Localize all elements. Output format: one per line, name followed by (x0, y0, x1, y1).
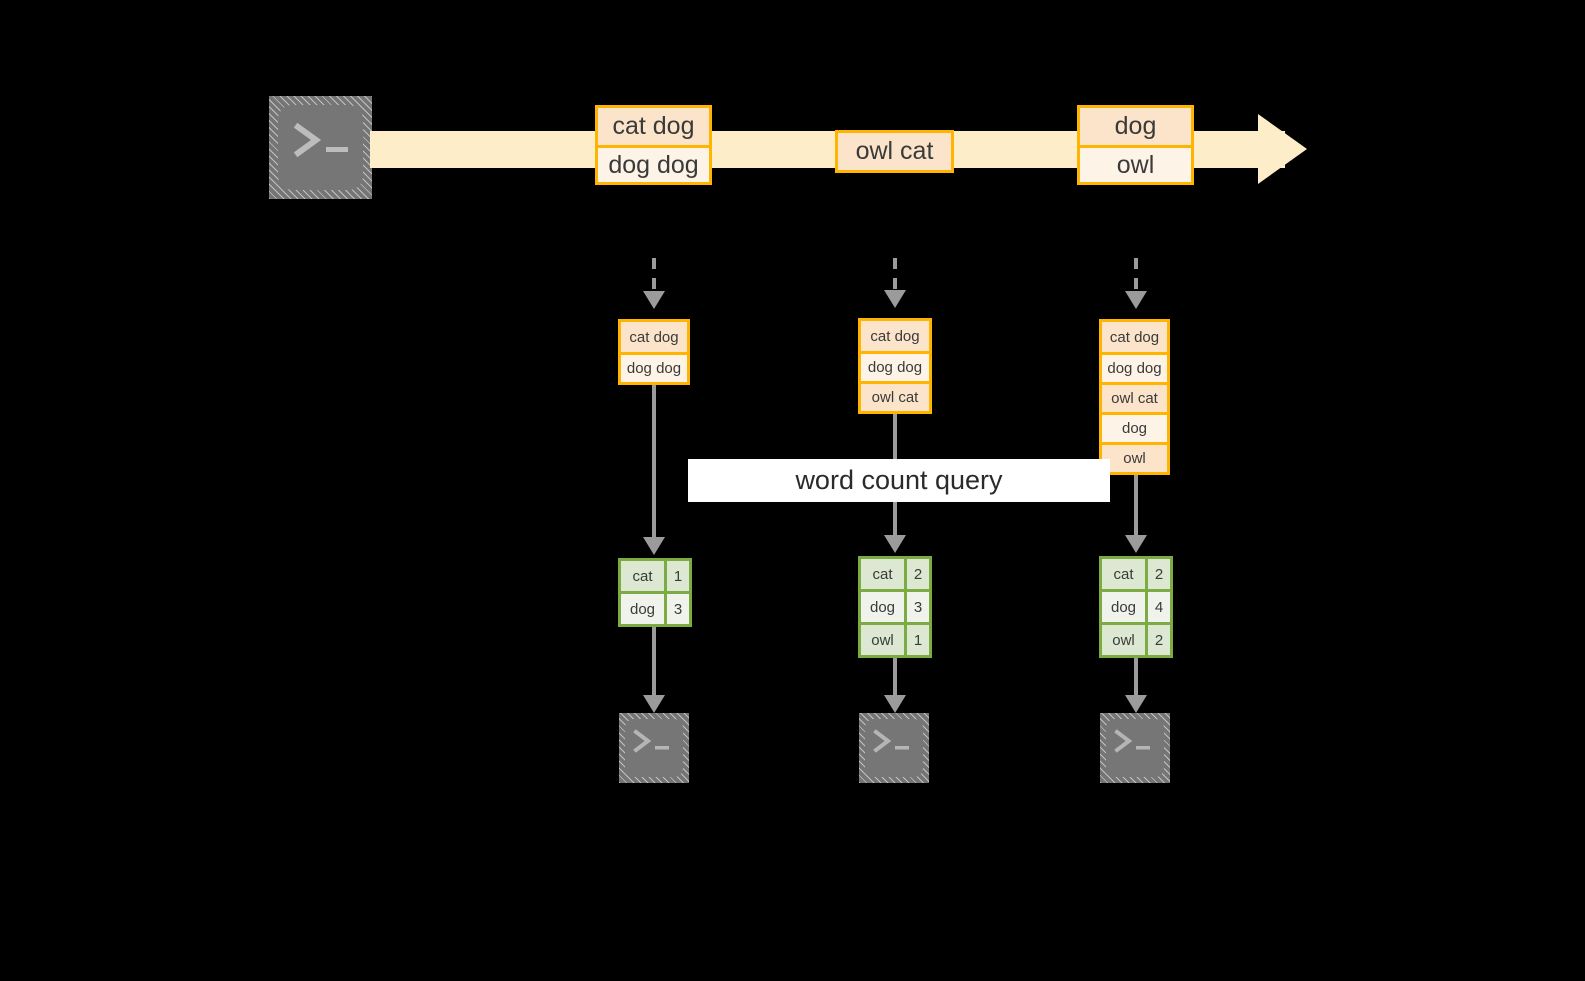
sink-connector-arrowhead (884, 695, 906, 713)
snapshot-connector-dashed (1134, 258, 1138, 291)
stream-record-3: dog owl (1077, 105, 1194, 185)
sink-terminal-icon-column-3 (1100, 713, 1170, 783)
table-row: owl 2 (1102, 622, 1170, 655)
snapshot-line: dog dog (621, 352, 687, 382)
snapshot-box-column-1: cat dog dog dog (618, 319, 690, 385)
stream-arrow-icon (1258, 114, 1307, 184)
result-count: 4 (1145, 592, 1170, 622)
table-row: cat 2 (1102, 559, 1170, 589)
result-count: 2 (904, 559, 929, 589)
result-word: cat (861, 559, 905, 589)
snapshot-line: owl cat (861, 381, 929, 411)
query-connector-arrowhead (1125, 535, 1147, 553)
result-count: 1 (904, 625, 929, 655)
snapshot-box-column-2: cat dog dog dog owl cat (858, 318, 932, 414)
result-word: dog (621, 594, 665, 624)
sink-connector-line (652, 618, 656, 695)
prompt-glyph-icon (633, 729, 669, 753)
sink-connector-arrowhead (643, 695, 665, 713)
result-word: owl (861, 625, 905, 655)
source-terminal-icon (269, 96, 372, 199)
table-row: cat 1 (621, 561, 689, 591)
table-row: dog 3 (621, 591, 689, 624)
snapshot-connector-dashed (893, 258, 897, 290)
snapshot-line: owl (1102, 442, 1167, 472)
prompt-glyph-icon (873, 729, 909, 753)
snapshot-connector-arrowhead (884, 290, 906, 308)
snapshot-connector-dashed (652, 258, 656, 291)
sink-connector-line (1134, 648, 1138, 695)
record-line: cat dog (598, 108, 709, 145)
record-line: dog (1080, 108, 1191, 145)
query-connector-arrowhead (643, 537, 665, 555)
query-connector-line (652, 379, 656, 537)
result-table-column-3: cat 2 dog 4 owl 2 (1099, 556, 1173, 658)
snapshot-line: owl cat (1102, 382, 1167, 412)
result-table-column-1: cat 1 dog 3 (618, 558, 692, 627)
snapshot-line: cat dog (621, 322, 687, 352)
result-count: 3 (904, 592, 929, 622)
snapshot-connector-arrowhead (1125, 291, 1147, 309)
table-row: owl 1 (861, 622, 929, 655)
result-table-column-2: cat 2 dog 3 owl 1 (858, 556, 932, 658)
terminal-screen (1106, 719, 1164, 777)
record-line: dog dog (598, 145, 709, 182)
sink-terminal-icon-column-1 (619, 713, 689, 783)
sink-terminal-icon-column-2 (859, 713, 929, 783)
result-word: owl (1102, 625, 1146, 655)
result-count: 2 (1145, 559, 1170, 589)
result-count: 2 (1145, 625, 1170, 655)
snapshot-box-column-3: cat dog dog dog owl cat dog owl (1099, 319, 1170, 475)
snapshot-line: dog dog (1102, 352, 1167, 382)
prompt-glyph-icon (293, 122, 348, 158)
snapshot-line: dog (1102, 412, 1167, 442)
stream-record-2: owl cat (835, 130, 954, 173)
query-banner: word count query (688, 459, 1110, 502)
table-row: dog 3 (861, 589, 929, 622)
record-line: owl cat (838, 133, 951, 170)
result-word: cat (1102, 559, 1146, 589)
terminal-screen (865, 719, 923, 777)
record-line: owl (1080, 145, 1191, 182)
result-word: dog (861, 592, 905, 622)
query-connector-arrowhead (884, 535, 906, 553)
terminal-screen (278, 105, 363, 190)
result-count: 1 (664, 561, 689, 591)
sink-connector-line (893, 648, 897, 695)
stream-record-1: cat dog dog dog (595, 105, 712, 185)
table-row: cat 2 (861, 559, 929, 589)
sink-connector-arrowhead (1125, 695, 1147, 713)
result-count: 3 (664, 594, 689, 624)
snapshot-line: dog dog (861, 351, 929, 381)
query-connector-line (1134, 475, 1138, 535)
query-label: word count query (795, 465, 1003, 495)
snapshot-connector-arrowhead (643, 291, 665, 309)
prompt-glyph-icon (1114, 729, 1150, 753)
snapshot-line: cat dog (1102, 322, 1167, 352)
terminal-screen (625, 719, 683, 777)
snapshot-line: cat dog (861, 321, 929, 351)
result-word: cat (621, 561, 665, 591)
table-row: dog 4 (1102, 589, 1170, 622)
result-word: dog (1102, 592, 1146, 622)
